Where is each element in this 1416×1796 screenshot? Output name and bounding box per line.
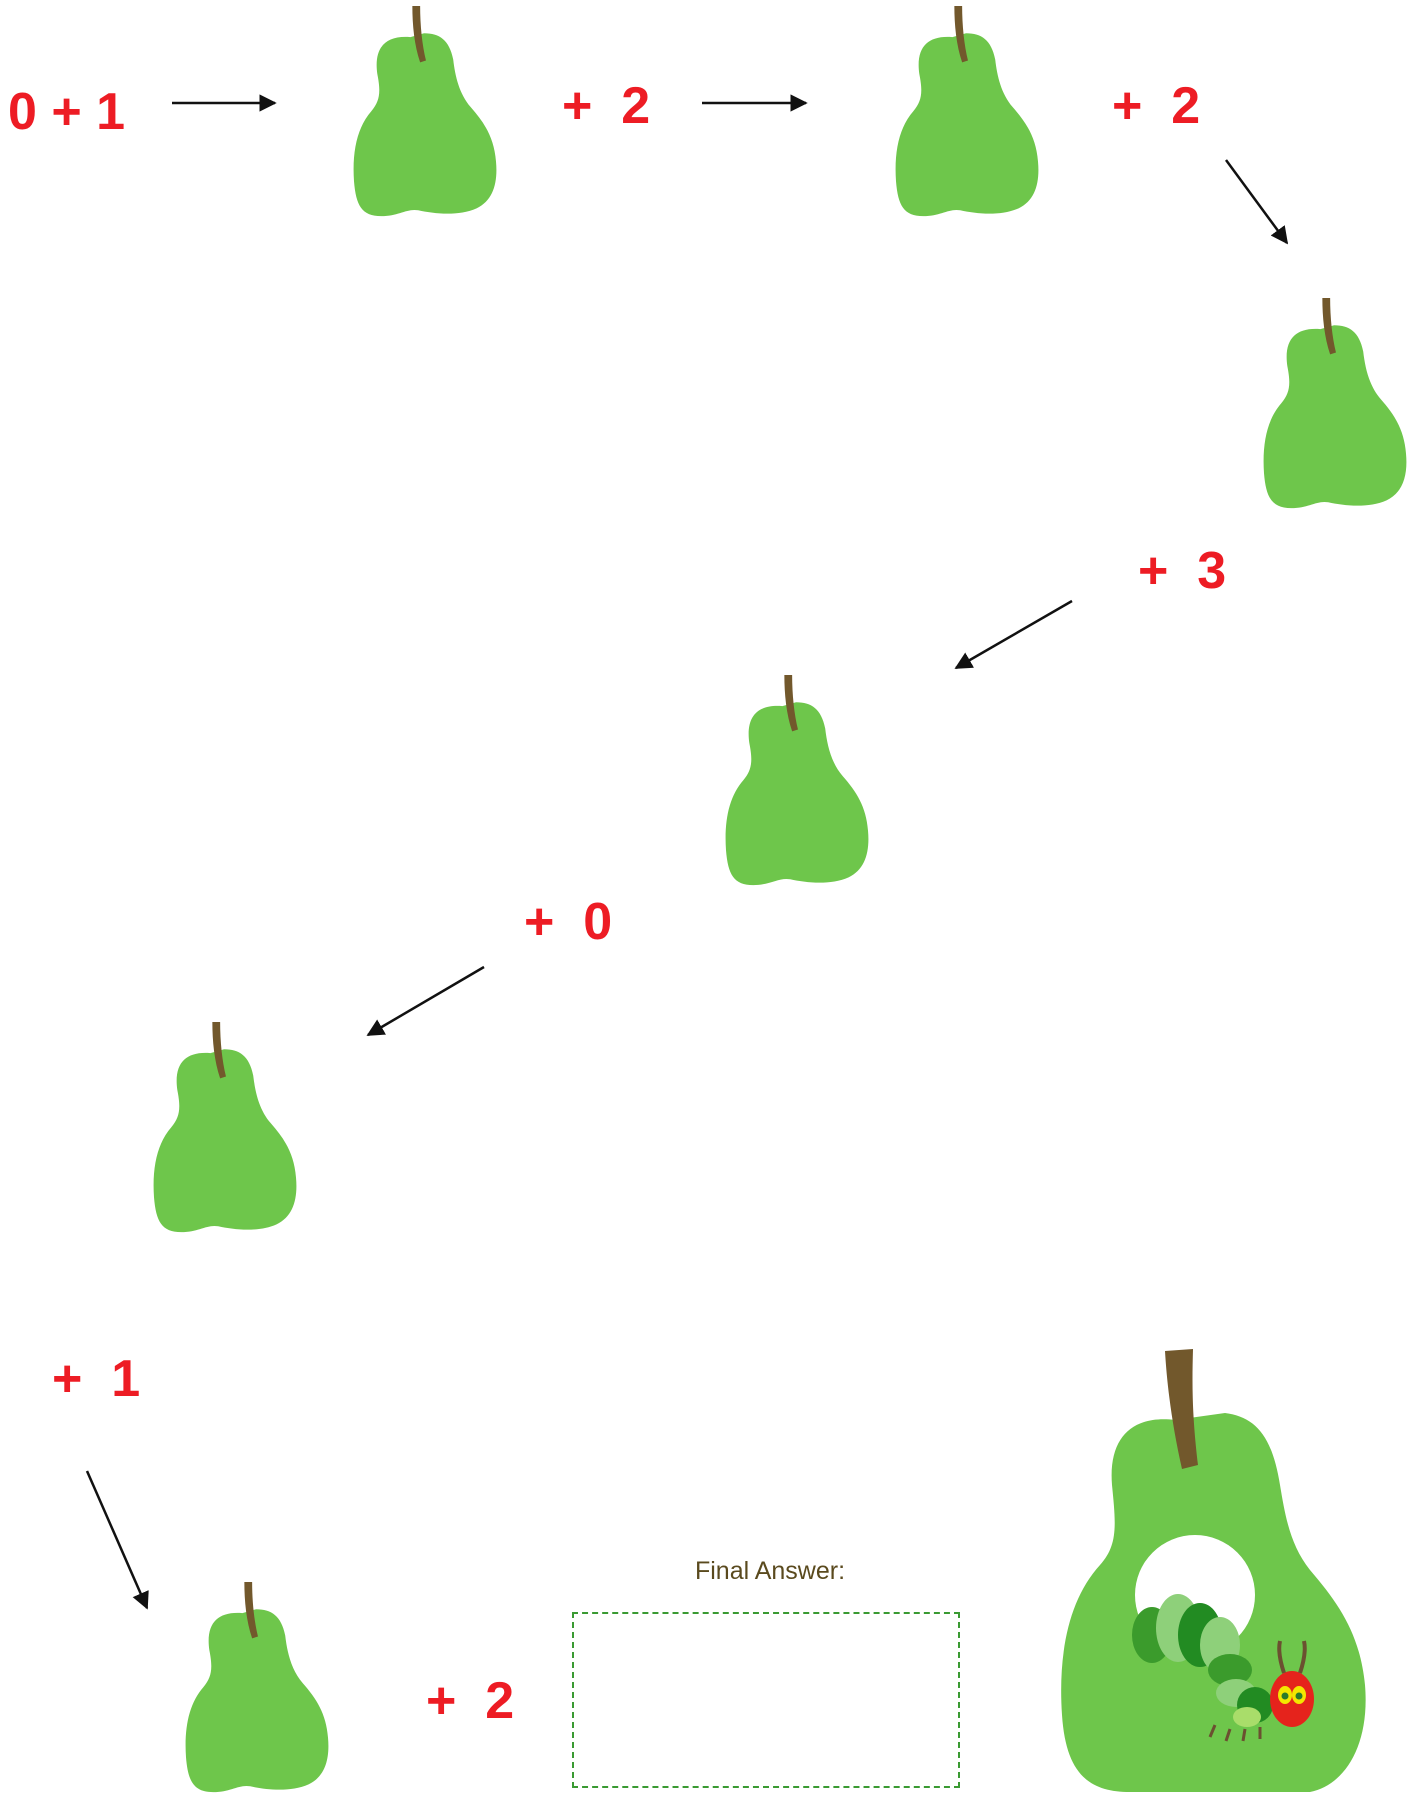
step-label-5: + 1 xyxy=(52,1350,141,1408)
pear-icon xyxy=(892,6,1042,220)
step-label-1: + 2 xyxy=(562,77,651,135)
step-label-4: + 0 xyxy=(524,893,613,951)
pear-icon xyxy=(722,675,872,889)
pear-icon xyxy=(350,6,500,220)
pear-icon xyxy=(182,1582,332,1796)
step-label-2: + 2 xyxy=(1112,77,1201,135)
arrow-icon xyxy=(1224,159,1289,245)
start-expression: 0 + 1 xyxy=(8,83,126,141)
caterpillar-pear-illustration xyxy=(1061,1349,1366,1792)
step-label-6: + 2 xyxy=(426,1672,515,1730)
pear-icon xyxy=(1260,298,1410,512)
final-answer-box[interactable] xyxy=(572,1612,960,1788)
step-label-3: + 3 xyxy=(1138,542,1227,600)
arrow-icon xyxy=(85,1470,149,1610)
caterpillar-icon xyxy=(1132,1594,1314,1742)
arrow-icon xyxy=(366,965,485,1037)
pear-icon xyxy=(150,1022,300,1236)
final-answer-label: Final Answer: xyxy=(694,1557,846,1585)
arrow-icon xyxy=(954,599,1073,670)
